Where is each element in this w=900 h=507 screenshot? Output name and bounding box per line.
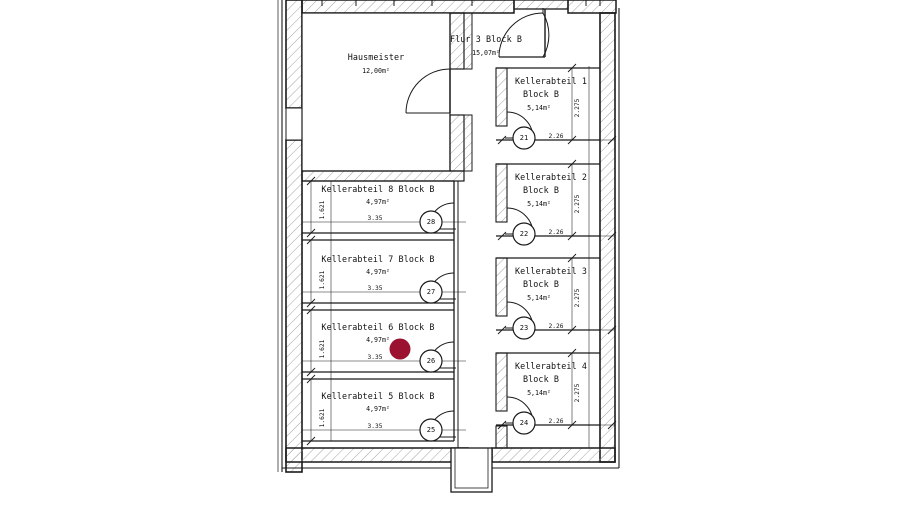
dim-v-kellerabteil-7: 1.621: [319, 270, 326, 289]
room-labels-layer: Hausmeister 12,00m² Flur 3 Block B 15,07…: [321, 34, 587, 413]
room-label-kellerabteil-4-line2: Block B: [523, 374, 559, 384]
room-label-kellerabteil-1: Kellerabteil 1: [515, 76, 587, 86]
door-number-21: 21: [520, 134, 528, 142]
location-marker[interactable]: [389, 338, 411, 360]
door-number-23: 23: [520, 324, 528, 332]
room-area-flur-3: 15,07m²: [472, 49, 500, 57]
room-area-kellerabteil-1: 5,14m²: [527, 104, 551, 112]
dim-v-kellerabteil-4: 2.275: [574, 383, 581, 402]
room-area-kellerabteil-7: 4,97m²: [366, 268, 390, 276]
dim-h-kellerabteil-3: 2.26: [549, 323, 564, 330]
room-label-kellerabteil-3: Kellerabteil 3: [515, 266, 587, 276]
room-area-hausmeister: 12,00m²: [362, 67, 390, 75]
dim-v-kellerabteil-8: 1.621: [319, 200, 326, 219]
dim-v-kellerabteil-6: 1.621: [319, 339, 326, 358]
corridor-walls: [463, 8, 550, 172]
door-number-22: 22: [520, 230, 528, 238]
door-badge-22[interactable]: 22: [512, 222, 536, 246]
room-label-kellerabteil-1-line2: Block B: [523, 89, 559, 99]
exterior-wall-top: [301, 0, 617, 14]
room-label-kellerabteil-7: Kellerabteil 7 Block B: [321, 254, 434, 264]
dim-h-kellerabteil-7: 3.35: [368, 285, 383, 292]
dim-h-kellerabteil-4: 2.26: [549, 418, 564, 425]
room-area-kellerabteil-2: 5,14m²: [527, 200, 551, 208]
door-badge-21[interactable]: 21: [512, 126, 536, 150]
dim-h-kellerabteil-2: 2.26: [549, 229, 564, 236]
door-badge-24[interactable]: 24: [512, 411, 536, 435]
dim-h-kellerabteil-6: 3.35: [368, 354, 383, 361]
door-number-25: 25: [427, 426, 435, 434]
dim-h-kellerabteil-5: 3.35: [368, 423, 383, 430]
dimension-labels-layer: 3.35 3.35 3.35 3.35 2.26 2.26 2.26 2.26 …: [319, 98, 581, 430]
exterior-wall-bottom: [282, 447, 619, 493]
door-badge-28[interactable]: 28: [419, 210, 443, 234]
door-number-26: 26: [427, 357, 435, 365]
door-number-28: 28: [427, 218, 435, 226]
dim-v-kellerabteil-5: 1.621: [319, 408, 326, 427]
exterior-wall-left: [277, 0, 303, 473]
room-label-hausmeister: Hausmeister: [348, 52, 405, 62]
room-label-kellerabteil-2: Kellerabteil 2: [515, 172, 587, 182]
door-badge-23[interactable]: 23: [512, 316, 536, 340]
room-label-kellerabteil-4: Kellerabteil 4: [515, 361, 587, 371]
dim-v-kellerabteil-2: 2.275: [574, 194, 581, 213]
room-area-kellerabteil-4: 5,14m²: [527, 389, 551, 397]
room-area-kellerabteil-8: 4,97m²: [366, 198, 390, 206]
room-label-kellerabteil-8: Kellerabteil 8 Block B: [321, 184, 434, 194]
room-hausmeister-outline: [301, 12, 465, 182]
room-label-kellerabteil-5: Kellerabteil 5 Block B: [321, 391, 434, 401]
room-area-kellerabteil-5: 4,97m²: [366, 405, 390, 413]
walls-layer: [277, 0, 620, 493]
door-badge-26[interactable]: 26: [419, 349, 443, 373]
door-number-27: 27: [427, 288, 435, 296]
dim-v-kellerabteil-3: 2.275: [574, 288, 581, 307]
room-label-kellerabteil-6: Kellerabteil 6 Block B: [321, 322, 434, 332]
door-number-24: 24: [520, 419, 528, 427]
door-badge-25[interactable]: 25: [419, 418, 443, 442]
dim-h-kellerabteil-8: 3.35: [368, 215, 383, 222]
room-area-kellerabteil-3: 5,14m²: [527, 294, 551, 302]
room-label-kellerabteil-2-line2: Block B: [523, 185, 559, 195]
door-number-badges: 21 22 23 24 28 27 26 25: [419, 126, 536, 442]
room-area-kellerabteil-6: 4,97m²: [366, 336, 390, 344]
door-swings-left: [427, 202, 456, 438]
room-label-flur-3: Flur 3 Block B: [450, 34, 522, 44]
dim-v-kellerabteil-1: 2.275: [574, 98, 581, 117]
dim-h-kellerabteil-1: 2.26: [549, 133, 564, 140]
door-badge-27[interactable]: 27: [419, 280, 443, 304]
room-label-kellerabteil-3-line2: Block B: [523, 279, 559, 289]
